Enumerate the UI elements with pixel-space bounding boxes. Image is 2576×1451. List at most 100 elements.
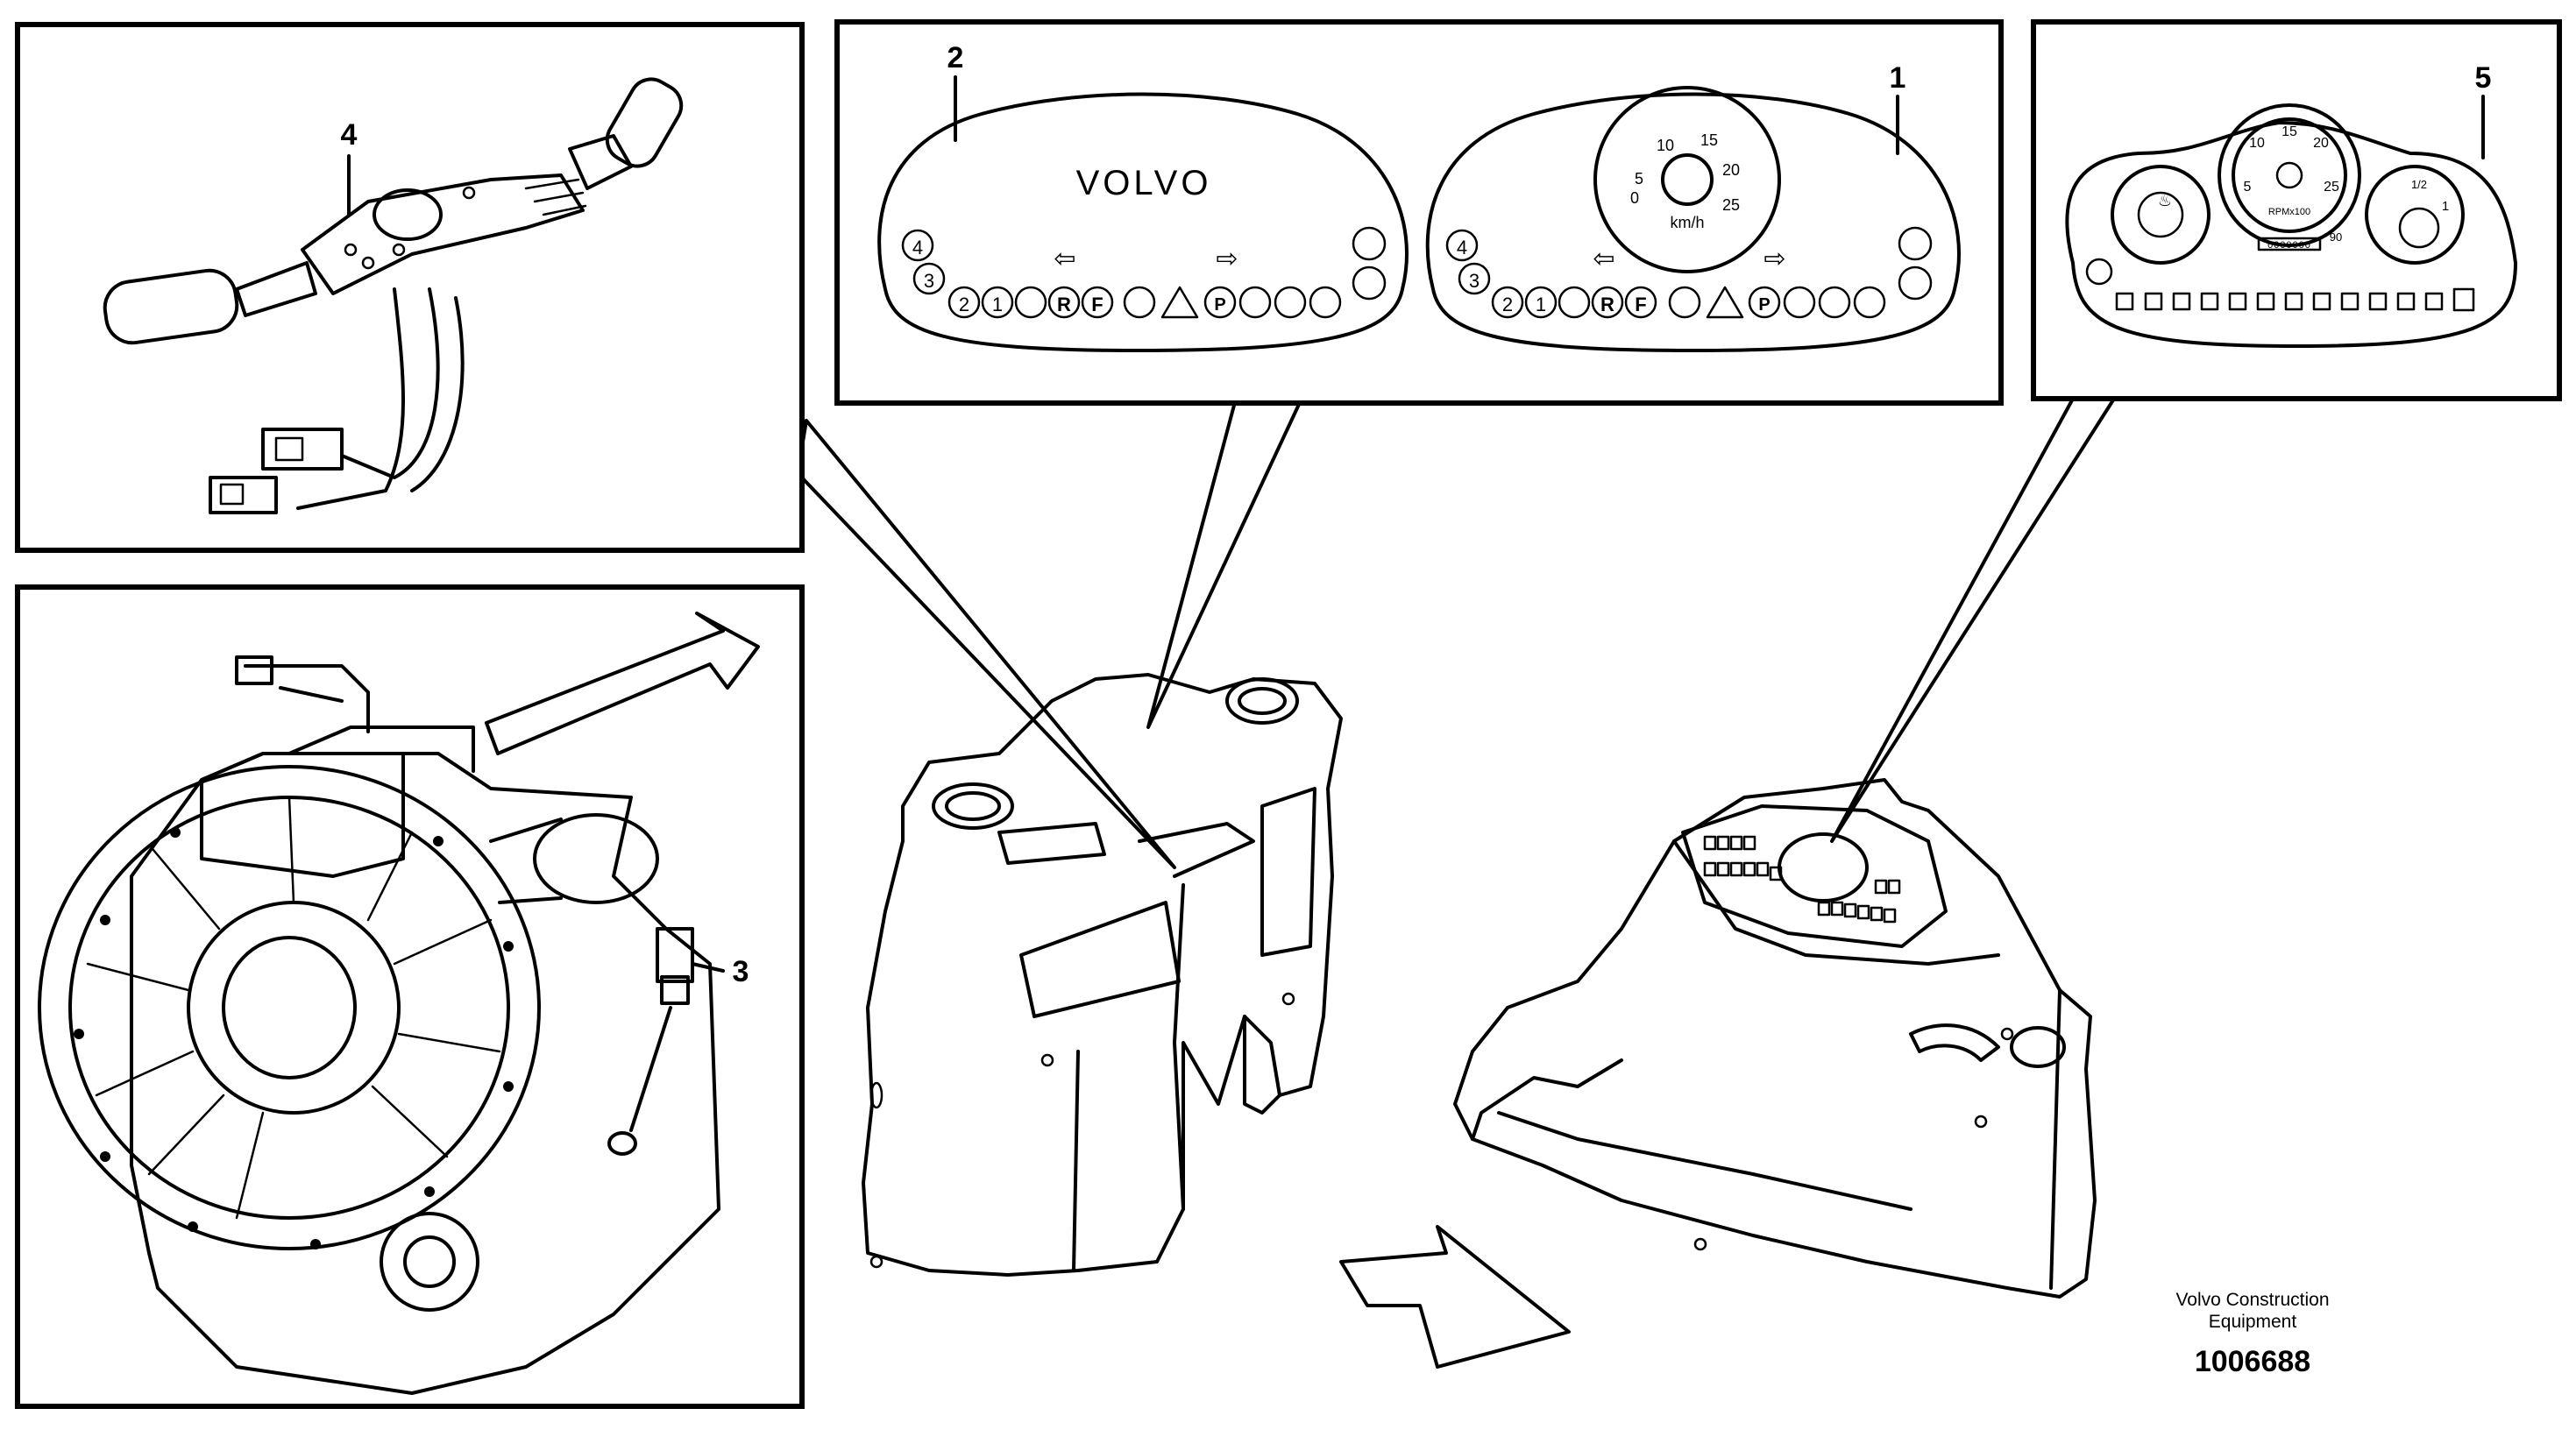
speed-tick-20: 20 xyxy=(1722,161,1740,179)
panel-instrument-panel-large: 5 10 15 20 25 RPMx100 0000000 ♨ 1/2 1 90 xyxy=(2031,19,2562,401)
turn-left-icon-b: ⇦ xyxy=(1593,244,1614,273)
btn-F: F xyxy=(1091,294,1103,315)
lamp-icon-11 xyxy=(2396,292,2416,311)
footer-info: Volvo Construction Equipment 1006688 xyxy=(2175,1290,2329,1378)
leader-dashboard-left-wedge xyxy=(796,419,1176,869)
headlight-icon-b xyxy=(1818,286,1851,319)
callout-3: 3 xyxy=(733,955,749,988)
coolant-icon xyxy=(1309,286,1342,319)
direction-arrow-left xyxy=(485,612,760,755)
diff-lock-icon xyxy=(1014,286,1047,319)
speedometer: 0 5 10 15 20 25 km/h xyxy=(1593,86,1781,273)
coolant-temp-icon: ♨ xyxy=(2158,192,2172,209)
marker-4: 4 xyxy=(912,237,923,258)
callout-2: 2 xyxy=(947,41,964,74)
marker-4-b: 4 xyxy=(1457,237,1467,258)
warning-triangle-icon-b xyxy=(1706,286,1744,319)
btn-R-b: R xyxy=(1600,294,1614,315)
fuel-half-mark: 1/2 xyxy=(2411,178,2427,191)
panel-transmission-sensor: 3 xyxy=(15,584,805,1409)
btn-1-b: 1 xyxy=(1536,294,1546,315)
marker-3: 3 xyxy=(924,270,934,292)
lamp-icon-10 xyxy=(2368,292,2388,311)
panel-multifunction-switch: 4 xyxy=(15,22,805,553)
warning-lamp-row-5 xyxy=(2115,287,2475,312)
tacho-tick-5: 5 xyxy=(2244,180,2252,195)
callout-1: 1 xyxy=(1890,61,1906,95)
lamp-icon-13 xyxy=(2452,287,2475,312)
dashboard-console-illustration xyxy=(1453,778,2097,1299)
btn-R: R xyxy=(1057,294,1071,315)
tacho-tick-25: 25 xyxy=(2324,180,2339,195)
lamp-icon-12 xyxy=(2424,292,2444,311)
btn-F-b: F xyxy=(1635,294,1646,315)
brake-icon-b xyxy=(1668,286,1701,319)
lamp-icon-9 xyxy=(2340,292,2360,311)
brake-icon xyxy=(1123,286,1156,319)
speed-tick-15: 15 xyxy=(1700,131,1718,149)
speed-tick-0: 0 xyxy=(1630,189,1639,207)
speed-tick-5: 5 xyxy=(1635,170,1643,188)
switch-illustration xyxy=(103,77,684,514)
btn-2: 2 xyxy=(959,294,969,315)
temp-mark-90: 90 xyxy=(2330,230,2342,244)
light-icon-b xyxy=(1783,286,1816,319)
tacho-tick-10: 10 xyxy=(2249,136,2265,151)
headlight-icon xyxy=(1274,286,1307,319)
tacho-tick-15: 15 xyxy=(2281,124,2297,139)
callout-4: 4 xyxy=(341,118,358,152)
left-markers-1: 4 3 xyxy=(1445,229,1491,295)
lamp-icon-3 xyxy=(2172,292,2191,311)
parking-brake-icon-b: P xyxy=(1758,295,1770,315)
volvo-logo: VOLVO xyxy=(1076,164,1212,202)
lamp-icon-8 xyxy=(2312,292,2331,311)
btn-2-b: 2 xyxy=(1502,294,1513,315)
lamp-icon-7 xyxy=(2284,292,2303,311)
indicator-lamp-top-1 xyxy=(1898,226,1933,261)
direction-arrow-right xyxy=(1339,1225,1571,1369)
transmission-illustration xyxy=(38,655,720,1395)
company-line-2: Equipment xyxy=(2209,1312,2297,1332)
lamp-icon-1 xyxy=(2115,292,2134,311)
speed-unit: km/h xyxy=(1670,214,1704,231)
button-row-2: 2 1 R F P xyxy=(947,286,1342,319)
indicator-lamp-bottom-1 xyxy=(1898,265,1933,301)
tacho-tick-20: 20 xyxy=(2313,136,2329,151)
lamp-icon-5 xyxy=(2228,292,2247,311)
marker-3-b: 3 xyxy=(1469,270,1480,292)
tachometer: 5 10 15 20 25 RPMx100 0000000 xyxy=(2218,103,2361,251)
odometer: 0000000 xyxy=(2267,240,2311,251)
left-markers-2: 4 3 xyxy=(901,229,946,295)
diff-lock-icon-b xyxy=(1558,286,1591,319)
parking-brake-icon: P xyxy=(1214,295,1225,315)
turn-left-icon: ⇦ xyxy=(1054,244,1075,273)
callout-5: 5 xyxy=(2475,61,2492,95)
turn-right-icon: ⇨ xyxy=(1216,244,1238,273)
lamp-icon-4 xyxy=(2200,292,2219,311)
lamp-icon-6 xyxy=(2256,292,2275,311)
btn-1: 1 xyxy=(992,294,1003,315)
dashboard-1: 0 5 10 15 20 25 km/h 4 3 ⇦ ⇨ 2 xyxy=(1425,86,1961,352)
leader-dashboard-right-wedge xyxy=(1830,397,2116,843)
lamp-icon-2 xyxy=(2144,292,2163,311)
panel-instrument-panels-small: VOLVO 4 3 ⇦ ⇨ 2 1 R F xyxy=(834,19,2004,406)
document-number: 1006688 xyxy=(2195,1345,2310,1378)
light-icon xyxy=(1238,286,1272,319)
tacho-unit: RPMx100 xyxy=(2268,207,2310,217)
speed-tick-10: 10 xyxy=(1657,137,1674,154)
button-row-1: 2 1 R F P xyxy=(1491,286,1886,319)
fuel-gauge: 1/2 1 90 xyxy=(2330,165,2465,265)
cab-frame-illustration xyxy=(862,673,1343,1277)
indicator-lamp-top-2 xyxy=(1352,226,1387,261)
coolant-icon-b xyxy=(1853,286,1886,319)
indicator-lamp-bottom-2 xyxy=(1352,265,1387,301)
leader-dashboard-center-wedge xyxy=(1146,397,1303,729)
temp-gauge: ♨ xyxy=(2111,165,2211,265)
turn-right-icon-b: ⇨ xyxy=(1763,244,1785,273)
dashboard-5: 5 10 15 20 25 RPMx100 0000000 ♨ 1/2 1 90 xyxy=(2065,103,2517,348)
indicator-lamp-left-5 xyxy=(2085,258,2113,286)
warning-triangle-icon xyxy=(1160,286,1199,319)
company-line-1: Volvo Construction xyxy=(2175,1290,2329,1310)
fuel-full-mark: 1 xyxy=(2442,199,2449,214)
